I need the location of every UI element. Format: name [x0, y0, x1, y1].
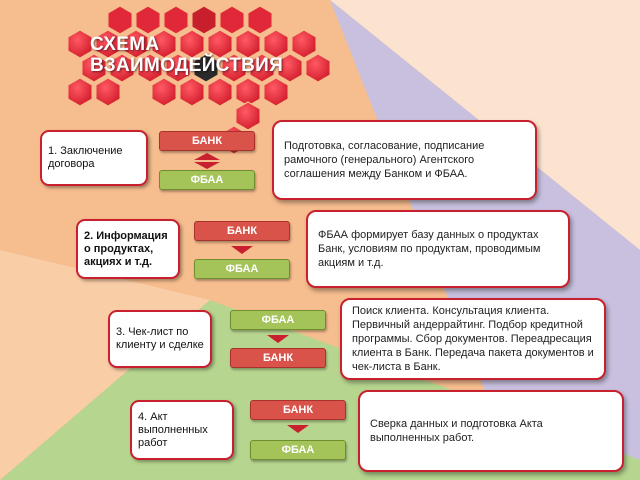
step-3-bottom-pill: БАНК — [230, 348, 326, 368]
step-1-description-text: Подготовка, согласование, подписание рам… — [284, 140, 485, 180]
hexagon-3 — [191, 5, 217, 35]
step-1-bottom-pill: ФБАА — [159, 170, 255, 190]
hexagon-18 — [165, 53, 191, 83]
hexagon-14 — [291, 29, 317, 59]
step-4-top-pill: БАНК — [250, 400, 346, 420]
step-3-top-pill: ФБАА — [230, 310, 326, 330]
step-1-label: 1. Заключение договора — [40, 130, 148, 186]
hexagon-19 — [193, 53, 219, 83]
step-4-text: 4. Акт выполненных работ — [138, 410, 208, 449]
step-2-description: ФБАА формирует базу данных о продуктах Б… — [306, 210, 570, 288]
hexagon-26 — [151, 77, 177, 107]
hexagon-28 — [207, 77, 233, 107]
hexagon-0 — [107, 5, 133, 35]
step-1-text: 1. Заключение договора — [48, 145, 123, 170]
hexagon-16 — [109, 53, 135, 83]
hexagon-22 — [277, 53, 303, 83]
hexagon-13 — [263, 29, 289, 59]
step-1-double-arrow-icon — [194, 153, 220, 169]
step-3-description: Поиск клиента. Консультация клиента. Пер… — [340, 298, 606, 380]
step-4-bottom-pill: ФБАА — [250, 440, 346, 460]
hexagon-24 — [67, 77, 93, 107]
step-3-description-text: Поиск клиента. Консультация клиента. Пер… — [352, 305, 594, 373]
hexagon-10 — [179, 29, 205, 59]
title-line-2: ВЗАИМОДЕЙСТВИЯ — [90, 55, 284, 76]
hexagon-27 — [179, 77, 205, 107]
hexagon-30 — [263, 77, 289, 107]
step-1-top-pill: БАНК — [159, 131, 255, 151]
hexagon-20 — [221, 53, 247, 83]
page-title: СХЕМА ВЗАИМОДЕЙСТВИЯ — [90, 34, 283, 76]
hexagon-7 — [95, 29, 121, 59]
step-1-description: Подготовка, согласование, подписание рам… — [272, 120, 537, 200]
hexagon-2 — [163, 5, 189, 35]
step-3-down-arrow-icon — [267, 335, 289, 343]
hexagon-25 — [95, 77, 121, 107]
hexagon-9 — [151, 29, 177, 59]
hexagon-5 — [247, 5, 273, 35]
hexagon-6 — [67, 29, 93, 59]
step-4-description-text: Сверка данных и подготовка Акта выполнен… — [370, 418, 543, 444]
step-3-label: 3. Чек-лист по клиенту и сделке — [108, 310, 212, 368]
step-2-down-arrow-icon — [231, 246, 253, 254]
step-3-text: 3. Чек-лист по клиенту и сделке — [116, 326, 204, 351]
step-4-description: Сверка данных и подготовка Акта выполнен… — [358, 390, 624, 472]
hexagon-11 — [207, 29, 233, 59]
hexagon-23 — [305, 53, 331, 83]
step-4-label: 4. Акт выполненных работ — [130, 400, 234, 460]
step-2-top-pill: БАНК — [194, 221, 290, 241]
hexagon-15 — [81, 53, 107, 83]
hexagon-21 — [249, 53, 275, 83]
hexagon-17 — [137, 53, 163, 83]
step-2-description-text: ФБАА формирует базу данных о продуктах Б… — [318, 229, 541, 269]
hexagon-12 — [235, 29, 261, 59]
title-line-1: СХЕМА — [90, 34, 160, 55]
hexagon-8 — [123, 29, 149, 59]
step-2-bottom-pill: ФБАА — [194, 259, 290, 279]
step-2-text: 2. Информация о продуктах, акциях и т.д. — [84, 229, 168, 268]
step-2-label: 2. Информация о продуктах, акциях и т.д. — [76, 219, 180, 279]
hexagon-4 — [219, 5, 245, 35]
hexagon-1 — [135, 5, 161, 35]
hexagon-31 — [235, 101, 261, 131]
step-4-down-arrow-icon — [287, 425, 309, 433]
